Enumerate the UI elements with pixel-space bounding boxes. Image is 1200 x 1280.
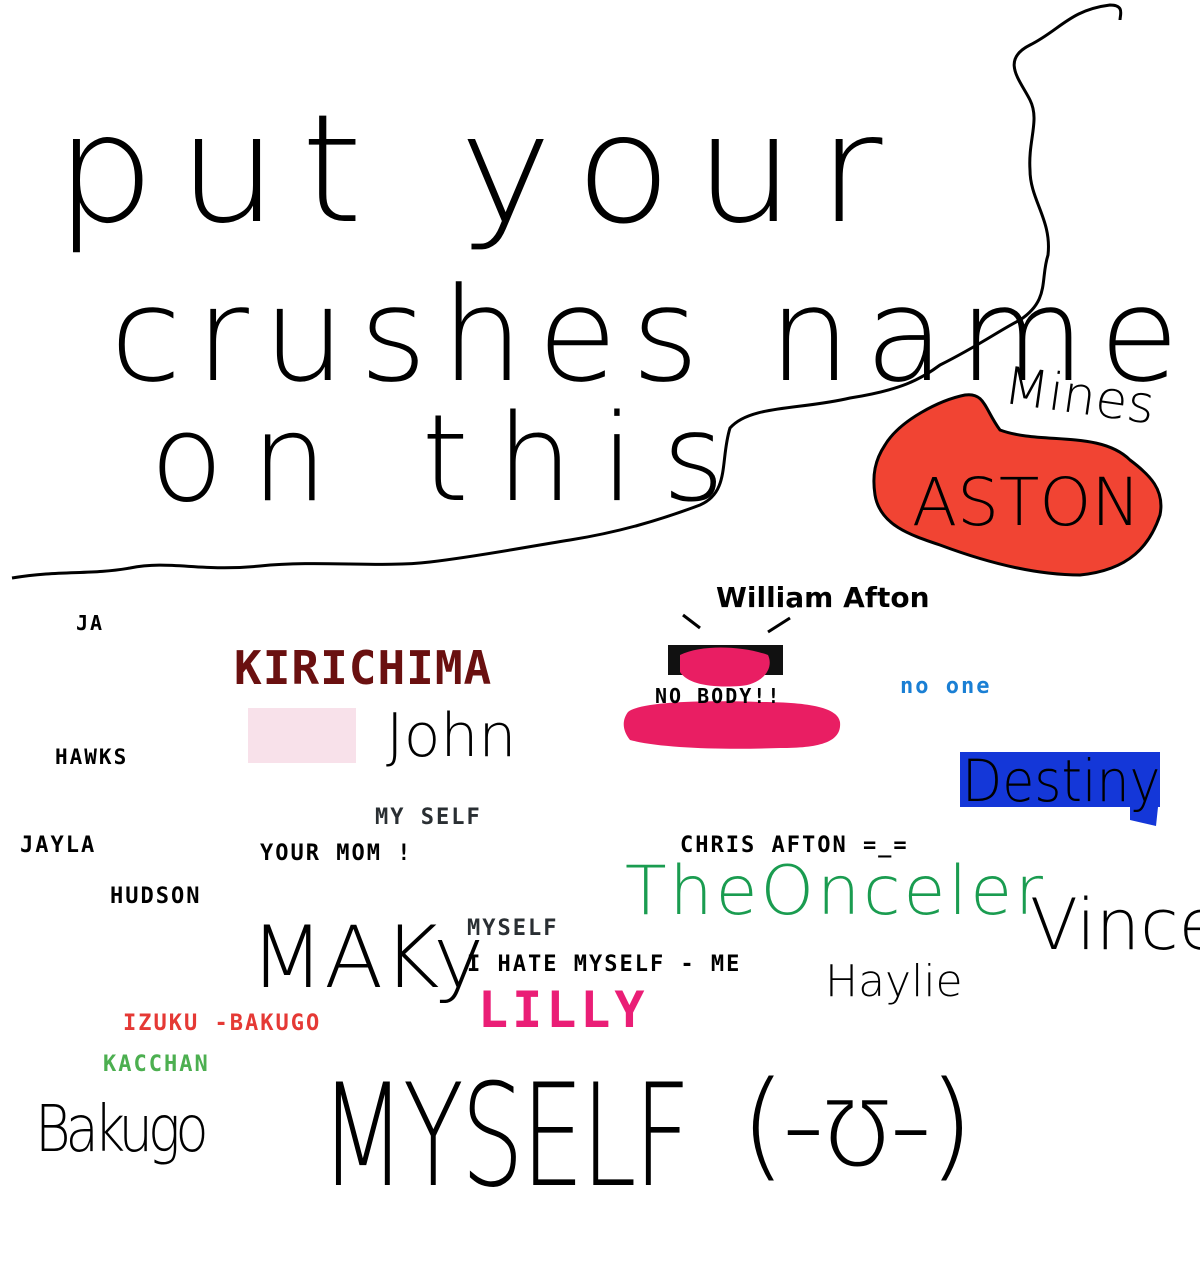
vincent-name: Vincent [1030,884,1200,966]
izuku-bakugo-name: IZUKU -BAKUGO [123,1011,322,1036]
my-self-name: MY SELF [375,805,482,830]
title-line-1: put your [55,83,906,257]
william-arrow-left [682,613,701,630]
aston-name: ASTON [912,464,1141,541]
myself-name: MYSELF [467,916,559,941]
maky-name: MAKy [250,908,485,1008]
jayla-name: JAYLA [20,833,97,858]
face-emoticon: (-ʊ-) [740,1055,974,1193]
no-one-name: no one [900,674,992,699]
nobody-pink-blob-top [680,647,770,687]
lilly-name: LILLY [478,981,649,1039]
william-afton-name: William Afton [716,581,930,614]
title-line-2: crushes name [110,259,1194,411]
the-onceler-name: TheOnceler [625,852,1046,931]
title-line-3: on this [150,390,753,529]
big-myself-name: MYSELF [320,1054,691,1219]
bakugo-name: Bakugo [35,1093,209,1167]
john-name: John [386,701,517,771]
chris-afton-name: CHRIS AFTON =_= [680,833,909,858]
kirichima-name: KIRICHIMA [234,641,493,695]
william-arrow-right [767,616,791,634]
destiny-box [960,752,1160,807]
ja-name: JA [76,611,105,635]
divider-line [11,3,1123,580]
destiny-box-tail [1130,807,1158,826]
nobody-pink-blob-bottom [623,701,841,749]
i-hate-myself-name: I HATE MYSELF - ME [467,952,742,977]
nobody-name: NO BODY!! [655,684,782,708]
hudson-name: HUDSON [110,884,202,909]
hawks-name: HAWKS [55,745,129,769]
kacchan-name: KACCHAN [103,1052,210,1077]
haylie-name: Haylie [825,956,963,1007]
destiny-name: Destiny [962,747,1161,815]
aston-blob [872,393,1163,577]
pink-rectangle [248,708,356,763]
your-mom-name: YOUR MOM ! [260,841,413,866]
